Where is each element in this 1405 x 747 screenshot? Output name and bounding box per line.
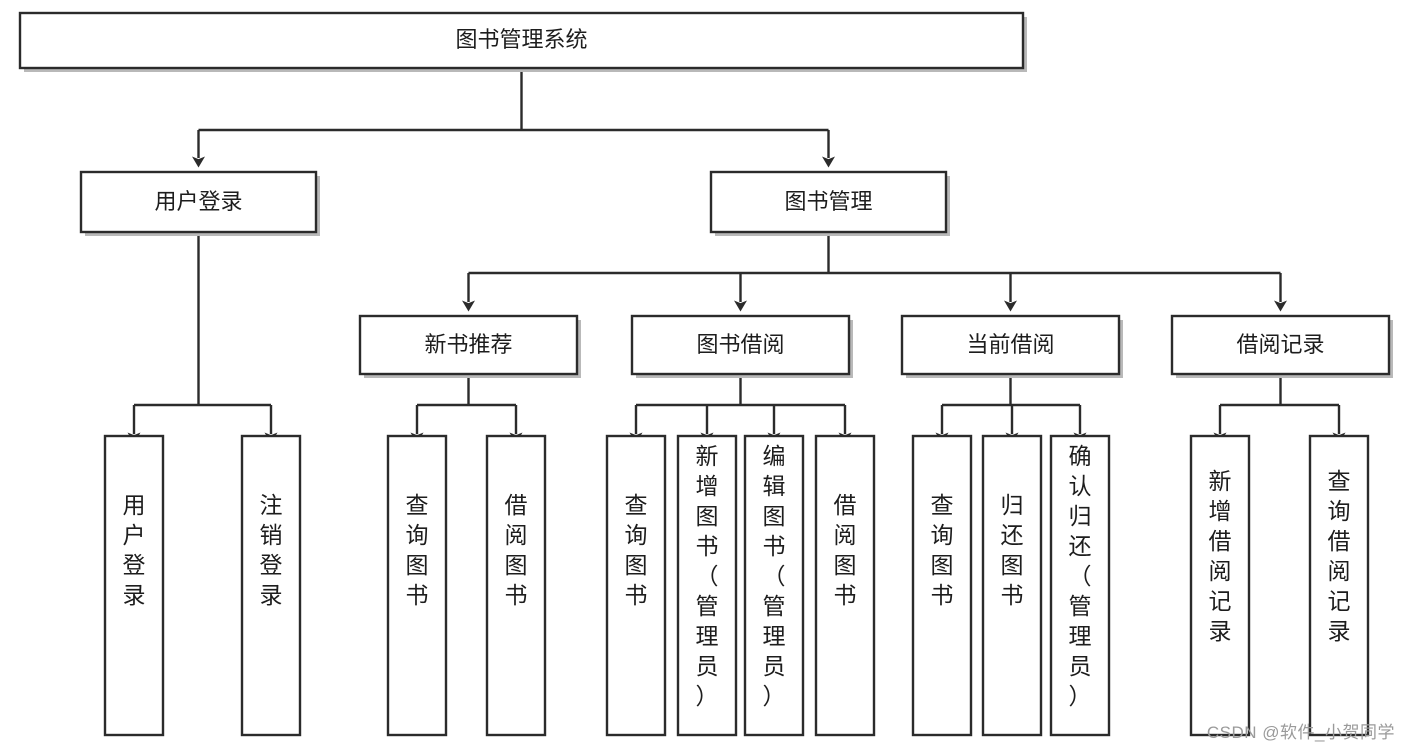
leaf-node-query-book-3-label: 查询图书 [931, 492, 954, 608]
node-root[interactable]: 图书管理系统 [18, 11, 1027, 72]
leaf-node-add-borrow-record-label: 新增借阅记录 [1209, 468, 1232, 644]
leaf-node-add-book-admin-label: 新增图书（管理员） [696, 443, 719, 709]
leaf-node-add-borrow-record[interactable]: 新增借阅记录 [1189, 434, 1251, 737]
leaf-node-borrow-book-1-label: 借阅图书 [505, 492, 528, 608]
leaf-node-logout[interactable]: 注销登录 [240, 434, 302, 737]
leaf-node-add-book-admin[interactable]: 新增图书（管理员） [676, 434, 738, 737]
leaf-node-borrow-book-1[interactable]: 借阅图书 [485, 434, 547, 737]
leaf-node-query-book-2[interactable]: 查询图书 [605, 434, 667, 737]
leaf-node-query-book-1[interactable]: 查询图书 [386, 434, 448, 737]
node-new-book-recommend[interactable]: 新书推荐 [358, 314, 581, 378]
leaf-node-confirm-return-admin[interactable]: 确认归还（管理员） [1049, 434, 1111, 737]
leaf-node-query-book-2-label: 查询图书 [625, 492, 648, 608]
node-book-management[interactable]: 图书管理 [709, 170, 950, 236]
leaf-node-query-book-3[interactable]: 查询图书 [911, 434, 973, 737]
connector-layer [127, 68, 1346, 444]
leaf-node-edit-book-admin-label: 编辑图书（管理员） [763, 443, 786, 709]
node-new-book-recommend-label: 新书推荐 [424, 332, 512, 357]
leaf-node-logout-label: 注销登录 [260, 492, 283, 608]
leaf-node-borrow-book-2[interactable]: 借阅图书 [814, 434, 876, 737]
leaf-node-return-book-label: 归还图书 [1001, 492, 1024, 608]
leaf-node-edit-book-admin[interactable]: 编辑图书（管理员） [743, 434, 805, 737]
node-book-management-label: 图书管理 [784, 189, 872, 214]
leaf-node-query-borrow-record[interactable]: 查询借阅记录 [1308, 434, 1370, 737]
node-book-borrow-label: 图书借阅 [696, 332, 784, 357]
leaf-node-borrow-book-2-label: 借阅图书 [834, 492, 857, 608]
leaf-node-confirm-return-admin-label: 确认归还（管理员） [1069, 443, 1092, 709]
leaf-node-query-borrow-record-label: 查询借阅记录 [1328, 468, 1351, 644]
leaf-node-return-book[interactable]: 归还图书 [981, 434, 1043, 737]
node-book-borrow[interactable]: 图书借阅 [630, 314, 853, 378]
node-borrow-record[interactable]: 借阅记录 [1170, 314, 1393, 378]
node-root-label: 图书管理系统 [455, 27, 587, 52]
node-user-login-label: 用户登录 [154, 189, 242, 214]
leaf-node-query-book-1-label: 查询图书 [406, 492, 429, 608]
node-current-borrow[interactable]: 当前借阅 [900, 314, 1123, 378]
leaf-node-user-login[interactable]: 用户登录 [103, 434, 165, 737]
leaf-node-user-login-label: 用户登录 [123, 492, 146, 608]
node-user-login[interactable]: 用户登录 [79, 170, 320, 236]
node-borrow-record-label: 借阅记录 [1236, 332, 1324, 357]
node-layer: 图书管理系统 用户登录 图书管理 新书推荐 [18, 11, 1393, 737]
node-current-borrow-label: 当前借阅 [966, 332, 1054, 357]
